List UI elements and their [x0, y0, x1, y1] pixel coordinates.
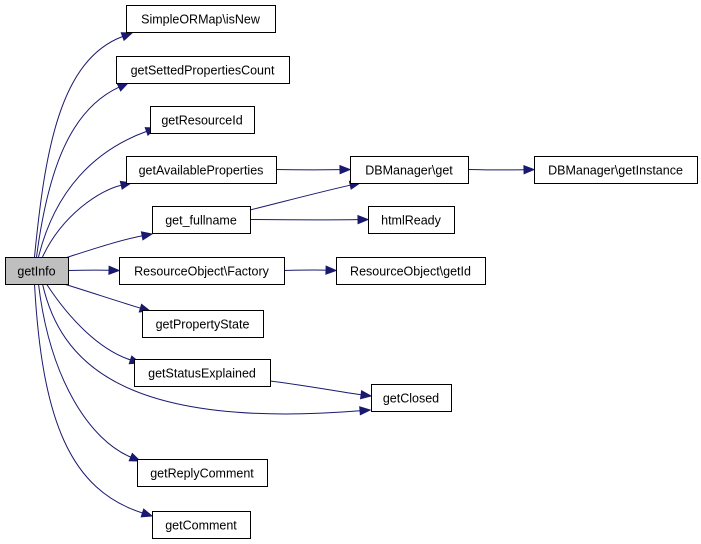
edge-getInfo-to-propState	[63, 283, 152, 313]
edge-line	[42, 184, 122, 258]
node-dbGet[interactable]: DBManager\get	[350, 156, 469, 184]
edge-line	[46, 283, 131, 361]
arrowhead-icon	[359, 406, 372, 416]
edge-factory-to-roGetId	[283, 265, 338, 275]
node-box	[336, 257, 486, 285]
node-box	[126, 5, 276, 33]
edge-line	[269, 380, 362, 396]
node-box	[137, 459, 268, 487]
edge-line	[34, 283, 143, 514]
node-box	[5, 257, 69, 285]
node-availProps[interactable]: getAvailableProperties	[126, 156, 277, 184]
node-label: get_fullname	[165, 214, 237, 228]
edge-dbGet-to-dbInst	[467, 164, 536, 175]
edge-fullname-to-htmlReady	[249, 214, 370, 225]
node-setCount[interactable]: getSettedPropertiesCount	[116, 56, 290, 84]
node-label: htmlReady	[381, 214, 441, 228]
nodes: getInfo SimpleORMap\isNew getSettedPropert…	[5, 5, 698, 539]
node-statusExpl[interactable]: getStatusExplained	[134, 359, 271, 387]
edge-line	[36, 86, 120, 258]
node-box	[152, 206, 251, 234]
node-label: ResourceObject\Factory	[134, 265, 270, 279]
edges	[34, 32, 536, 518]
edge-getInfo-to-statusExpl	[46, 283, 142, 365]
node-getInfo[interactable]: getInfo	[5, 257, 69, 285]
node-box	[150, 106, 255, 134]
node-label: getSettedPropertiesCount	[131, 64, 275, 78]
arrowhead-icon	[325, 265, 338, 275]
edge-getInfo-to-setCount	[36, 82, 130, 258]
edge-line	[38, 283, 131, 458]
node-label: getClosed	[383, 392, 439, 406]
arrowhead-icon	[108, 265, 121, 275]
node-label: getComment	[165, 519, 237, 533]
node-label: getResourceId	[161, 114, 242, 128]
node-box	[371, 384, 452, 412]
edge-availProps-to-dbGet	[275, 164, 352, 175]
node-roGetId[interactable]: ResourceObject\getId	[336, 257, 486, 285]
node-box	[126, 156, 277, 184]
arrowhead-icon	[357, 214, 370, 225]
edge-line	[249, 184, 351, 211]
edge-line	[63, 283, 141, 309]
node-comment[interactable]: getComment	[152, 511, 251, 539]
node-label: ResourceObject\getId	[350, 265, 471, 279]
node-box	[350, 156, 469, 184]
node-box	[534, 156, 698, 184]
edge-getInfo-to-resId	[38, 127, 158, 258]
edge-getInfo-to-replyComment	[38, 283, 142, 462]
node-box	[119, 257, 285, 285]
node-isNew[interactable]: SimpleORMap\isNew	[126, 5, 276, 33]
node-label: getPropertyState	[156, 318, 250, 332]
arrowhead-icon	[120, 32, 134, 42]
node-box	[368, 206, 455, 234]
arrowhead-icon	[359, 389, 373, 400]
node-label: getAvailableProperties	[139, 164, 264, 178]
edge-getInfo-to-closed	[42, 283, 372, 416]
edge-line	[34, 36, 123, 258]
arrowhead-icon	[140, 508, 154, 518]
node-factory[interactable]: ResourceObject\Factory	[119, 257, 285, 285]
node-box	[152, 511, 251, 539]
edge-getInfo-to-comment	[34, 283, 154, 518]
edge-getInfo-to-availProps	[42, 180, 133, 258]
node-propState[interactable]: getPropertyState	[142, 310, 264, 338]
node-label: getReplyComment	[150, 467, 254, 481]
edge-line	[42, 283, 361, 415]
node-label: getStatusExplained	[148, 367, 256, 381]
arrowhead-icon	[523, 164, 536, 175]
node-replyComment[interactable]: getReplyComment	[137, 459, 268, 487]
node-box	[116, 56, 290, 84]
node-resId[interactable]: getResourceId	[150, 106, 255, 134]
node-label: DBManager\get	[365, 164, 453, 178]
arrowhead-icon	[140, 231, 154, 241]
edge-fullname-to-dbGet	[249, 180, 362, 211]
node-closed[interactable]: getClosed	[371, 384, 452, 412]
node-box	[134, 359, 271, 387]
node-label: getInfo	[17, 265, 55, 279]
edge-getInfo-to-factory	[67, 265, 121, 275]
node-dbInst[interactable]: DBManager\getInstance	[534, 156, 698, 184]
edge-getInfo-to-fullname	[61, 231, 154, 260]
edge-line	[61, 235, 143, 260]
node-label: DBManager\getInstance	[548, 164, 683, 178]
edge-line	[38, 130, 147, 258]
edge-statusExpl-to-closed	[269, 380, 373, 400]
node-fullname[interactable]: get_fullname	[152, 206, 251, 234]
node-label: SimpleORMap\isNew	[141, 13, 261, 27]
node-htmlReady[interactable]: htmlReady	[368, 206, 455, 234]
arrowhead-icon	[339, 164, 352, 175]
arrowhead-icon	[116, 82, 130, 92]
node-box	[142, 310, 264, 338]
